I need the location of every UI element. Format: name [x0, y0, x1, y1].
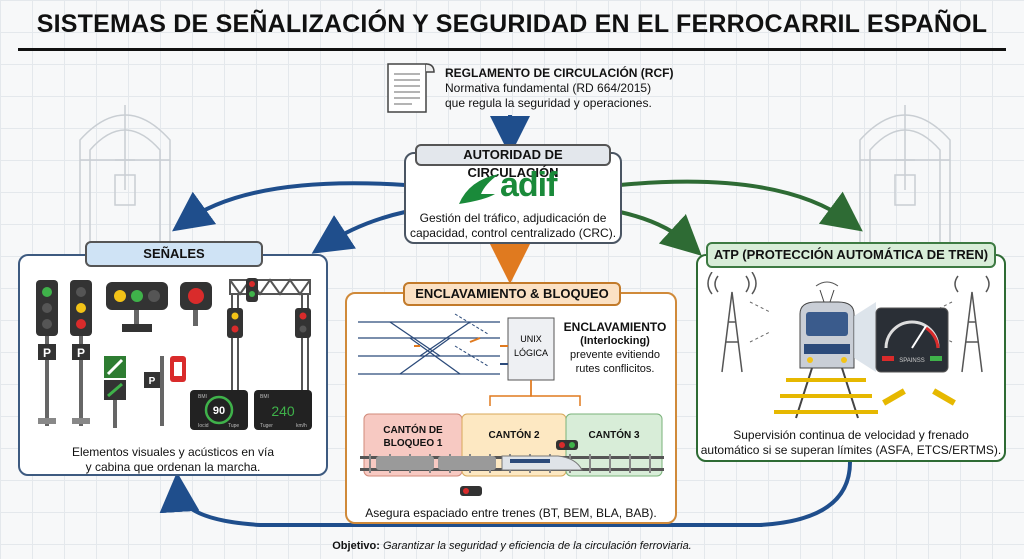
traffic-signal-icon: P — [36, 280, 58, 426]
catenary-icon-right — [859, 105, 951, 260]
canton-3: CANTÓN 3 — [588, 430, 640, 441]
svg-text:LÓGICA: LÓGICA — [514, 348, 548, 358]
atp-desc: Supervisión continua de velocidad y fren… — [696, 428, 1006, 458]
canton-2: CANTÓN 2 — [488, 430, 540, 441]
traffic-signal-icon: P — [70, 280, 92, 426]
arrow-atp-to-senales-loop — [159, 461, 852, 527]
cab-display-icon: 240 BMI Tuger km/h — [254, 390, 312, 430]
svg-text:Tupe: Tupe — [228, 423, 239, 429]
cab-display-icon: 90 BMI Iocid Tupe — [190, 390, 248, 430]
enclavamiento-sub2: prevente evitiendo — [570, 349, 660, 361]
svg-text:km/h: km/h — [296, 423, 307, 429]
adif-logo — [459, 174, 499, 204]
signal-gantry-icon — [229, 278, 311, 402]
enclavamiento-label: ENCLAVAMIENTO & BLOQUEO — [403, 282, 621, 306]
enclavamiento-desc: ENCLAVAMIENTO (Interlocking) prevente ev… — [560, 320, 670, 376]
footer-text: Garantizar la seguridad y eficiencia de … — [382, 540, 692, 552]
reglamento-line1: Normativa fundamental (RD 664/2015) — [445, 81, 652, 95]
reglamento-heading: REGLAMENTO DE CIRCULACIÓN (RCF) — [445, 66, 674, 80]
enclavamiento-sub1: (Interlocking) — [580, 335, 650, 347]
interlocking-illustration: UNIX LÓGICA — [358, 313, 664, 496]
atp-label: ATP (PROTECCIÓN AUTOMÁTICA DE TREN) — [706, 242, 996, 268]
autoridad-label: AUTORIDAD DE CIRCULACIÓN — [415, 144, 611, 180]
atp-illustration: SPAINSS — [707, 272, 990, 419]
svg-text:BMI: BMI — [198, 394, 207, 400]
svg-text:SPAINSS: SPAINSS — [899, 358, 925, 364]
autoridad-desc: Gestión del tráfico, adjudicación de cap… — [404, 211, 622, 241]
senales-line1: Elementos visuales y acústicos en vía — [71, 445, 275, 459]
radio-tower-icon — [707, 272, 757, 373]
reglamento-text: REGLAMENTO DE CIRCULACIÓN (RCF) Normativ… — [445, 66, 673, 111]
svg-text:90: 90 — [213, 405, 225, 417]
footer: Objetivo: Garantizar la seguridad y efic… — [0, 540, 1024, 552]
train-icon — [376, 455, 583, 471]
speed-gauge-icon: SPAINSS — [875, 307, 949, 373]
enclavamiento-heading: ENCLAVAMIENTO — [563, 320, 667, 334]
footer-prefix: Objetivo: — [332, 540, 380, 552]
canton-1: CANTÓN DE BLOQUEO 1 — [364, 424, 462, 450]
catenary-icon-left — [79, 105, 171, 260]
svg-text:240: 240 — [271, 403, 295, 419]
signals-illustration: P P P 90 — [36, 278, 312, 430]
page-title: SISTEMAS DE SEÑALIZACIÓN Y SEGURIDAD EN … — [36, 10, 988, 38]
atp-line1: Supervisión continua de velocidad y fren… — [733, 428, 969, 442]
title-underline — [18, 48, 1006, 51]
senales-label: SEÑALES — [85, 241, 263, 267]
atp-line2: automático si se superan límites (ASFA, … — [700, 443, 1002, 457]
traffic-signal-icon — [180, 282, 212, 326]
svg-text:Iocid: Iocid — [198, 423, 209, 429]
svg-text:UNIX: UNIX — [520, 334, 542, 344]
arrow-autoridad-to-atp-outer — [619, 179, 863, 232]
arrow-autoridad-to-atp-inner — [619, 210, 702, 256]
arrow-autoridad-to-senales-inner — [311, 210, 406, 254]
document-icon — [387, 63, 435, 113]
canton-1-line2: BLOQUEO 1 — [383, 438, 443, 449]
canton-1-line1: CANTÓN DE — [383, 425, 443, 436]
enclavamiento-sub3: rutes conflicitos. — [575, 363, 655, 375]
svg-text:P: P — [149, 376, 156, 387]
svg-text:BMI: BMI — [260, 394, 269, 400]
senales-desc: Elementos visuales y acústicos en vía y … — [18, 445, 328, 475]
svg-text:P: P — [43, 346, 51, 360]
enclavamiento-caption: Asegura espaciado entre trenes (BT, BEM,… — [365, 506, 657, 520]
autoridad-line1: Gestión del tráfico, adjudicación de — [419, 211, 607, 225]
svg-text:Tuger: Tuger — [260, 423, 273, 429]
direction-sign-icon — [104, 356, 126, 428]
arrow-autoridad-to-senales-outer — [172, 181, 406, 232]
svg-text:P: P — [77, 346, 85, 360]
reglamento-line2: que regula la seguridad y operaciones. — [445, 96, 652, 110]
traffic-signal-icon — [106, 282, 168, 332]
autoridad-line2: capacidad, control centralizado (CRC). — [409, 226, 617, 240]
adif-wordmark: adif — [500, 166, 557, 204]
senales-line2: y cabina que ordenan la marcha. — [85, 460, 261, 474]
radio-tower-icon — [954, 275, 990, 373]
train-icon — [799, 281, 855, 369]
